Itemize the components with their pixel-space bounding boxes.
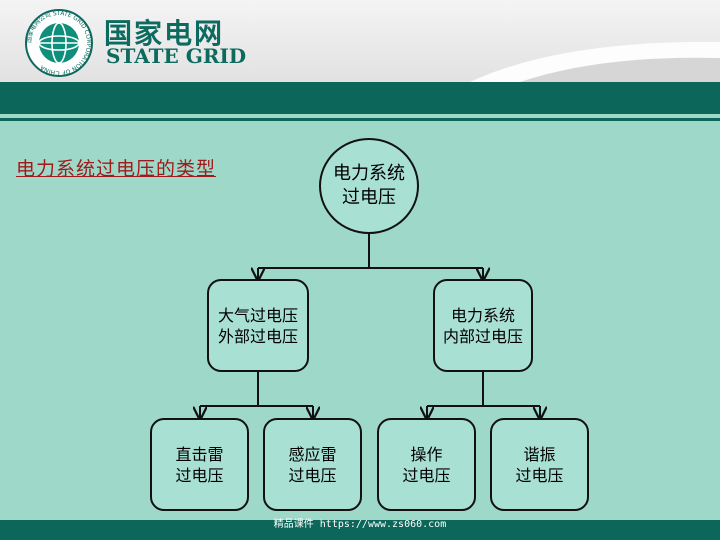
state-grid-logo-icon: 国家电网公司 STATE GRID CORPORATION OF CHINA [25, 9, 93, 77]
footer-band [0, 520, 720, 540]
node-leaf1-line2: 过电压 [175, 465, 224, 485]
node-switching-overvoltage: 操作 过电压 [377, 418, 476, 511]
node-root-line1: 电力系统 [333, 163, 405, 184]
header-swoosh-decoration [470, 41, 720, 82]
node-leaf3-line1: 操作 [410, 444, 443, 464]
node-leaf3-line2: 过电压 [402, 465, 451, 485]
node-atmospheric-overvoltage: 大气过电压 外部过电压 [207, 279, 309, 372]
node-leaf2-line1: 感应雷 [288, 444, 337, 464]
node-right-line2: 内部过电压 [442, 326, 523, 346]
header-divider [0, 118, 720, 121]
logo-english-name: STATE GRID [106, 44, 247, 68]
node-leaf2-line2: 过电压 [288, 465, 337, 485]
node-resonance-overvoltage: 谐振 过电压 [490, 418, 589, 511]
node-left-line2: 外部过电压 [217, 326, 298, 346]
logo-chinese-name: 国家电网 [104, 17, 225, 50]
node-right-line1: 电力系统 [450, 305, 515, 325]
node-left-line1: 大气过电压 [217, 305, 298, 325]
watermark-text: 精品课件 https://www.zs060.com [273, 519, 447, 530]
slide-title: 电力系统过电压的类型 [16, 158, 217, 180]
node-root: 电力系统 过电压 [319, 138, 419, 234]
node-leaf1-line1: 直击雷 [175, 444, 224, 464]
header: 国家电网公司 STATE GRID CORPORATION OF CHINA 国… [0, 0, 720, 82]
node-leaf4-line1: 谐振 [523, 444, 556, 464]
node-root-line2: 过电压 [342, 187, 396, 208]
node-internal-overvoltage: 电力系统 内部过电压 [433, 279, 533, 372]
node-direct-lightning: 直击雷 过电压 [150, 418, 249, 511]
node-leaf4-line2: 过电压 [515, 465, 564, 485]
node-induced-lightning: 感应雷 过电压 [263, 418, 362, 511]
header-band [0, 82, 720, 114]
